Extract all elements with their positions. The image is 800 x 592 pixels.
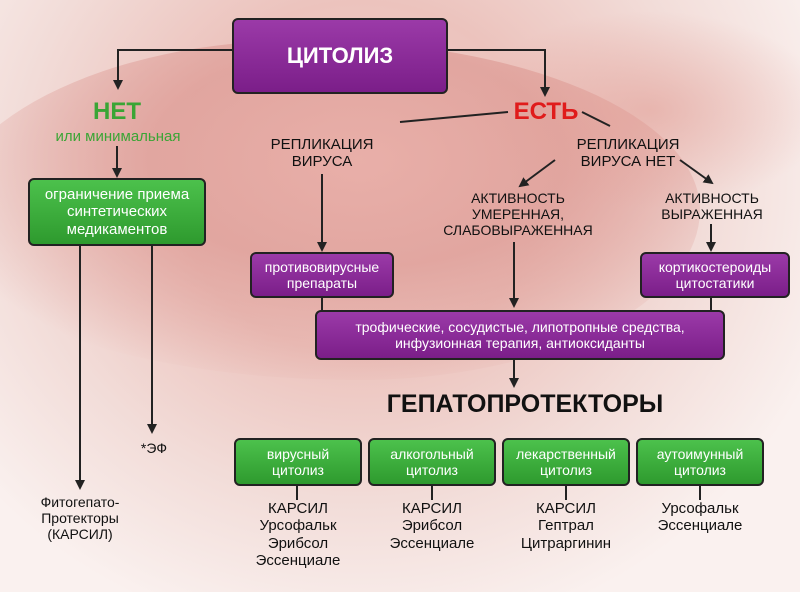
label-activity-severe: АКТИВНОСТЬ ВЫРАЖЕННАЯ [661, 190, 763, 223]
liver-background-lobe [470, 10, 800, 210]
arrow-norep-to-severe [679, 159, 714, 185]
arrow-root-to-yes [448, 49, 550, 97]
trophic-box: трофические, сосудистые, липотропные сре… [315, 310, 725, 360]
drugs-viral: КАРСИЛ Урсофальк Эрибсол Эссенциале [255, 500, 341, 569]
category-drug-box: лекарственный цитолиз [502, 438, 630, 486]
corticosteroids-box: кортикостероиды цитостатики [640, 252, 790, 298]
label-replication-no: РЕПЛИКАЦИЯ ВИРУСА НЕТ [576, 136, 680, 171]
arrow-root-to-no [113, 49, 232, 90]
drugs-drug: КАРСИЛ Гептрал Цитраргинин [520, 500, 612, 552]
trophic-text: трофические, сосудистые, липотропные сре… [355, 318, 685, 351]
category-autoimmune-name: аутоимунный цитолиз [656, 445, 744, 478]
ef-label: *ЭФ [140, 440, 168, 456]
arrow-norep-to-moderate [518, 159, 556, 188]
antiviral-text: противовирусные препараты [264, 258, 380, 291]
yes-title: ЕСТЬ [513, 98, 579, 125]
limit-meds-box: ограничение приема синтетических медикам… [28, 178, 206, 246]
no-subtitle: или минимальная [55, 128, 181, 145]
antiviral-box: противовирусные препараты [250, 252, 394, 298]
label-activity-moderate: АКТИВНОСТЬ УМЕРЕННАЯ, СЛАБОВЫРАЖЕННАЯ [443, 190, 593, 239]
arrow-yes-to-noreplication [581, 111, 611, 127]
category-viral-box: вирусный цитолиз [234, 438, 362, 486]
label-replication-yes: РЕПЛИКАЦИЯ ВИРУСА [270, 136, 374, 171]
arrow-yes-to-replication [399, 111, 509, 123]
drugs-alcohol: КАРСИЛ Эрибсол Эссенциале [389, 500, 475, 552]
phyto-label: Фитогепато- Протекторы (КАРСИЛ) [40, 494, 120, 543]
limit-meds-text: ограничение приема синтетических медикам… [44, 186, 190, 238]
category-viral-name: вирусный цитолиз [266, 445, 330, 478]
no-title: НЕТ [93, 98, 141, 125]
category-autoimmune-box: аутоимунный цитолиз [636, 438, 764, 486]
root-title: ЦИТОЛИЗ [286, 43, 394, 69]
root-box: ЦИТОЛИЗ [232, 18, 448, 94]
hepatoprotectors-title: ГЕПАТОПРОТЕКТОРЫ [386, 390, 664, 418]
category-alcohol-name: алкогольный цитолиз [390, 445, 474, 478]
drugs-autoimmune: Урсофальк Эссенциале [657, 500, 743, 535]
category-alcohol-box: алкогольный цитолиз [368, 438, 496, 486]
category-drug-name: лекарственный цитолиз [516, 445, 616, 478]
corticosteroids-text: кортикостероиды цитостатики [658, 258, 772, 291]
